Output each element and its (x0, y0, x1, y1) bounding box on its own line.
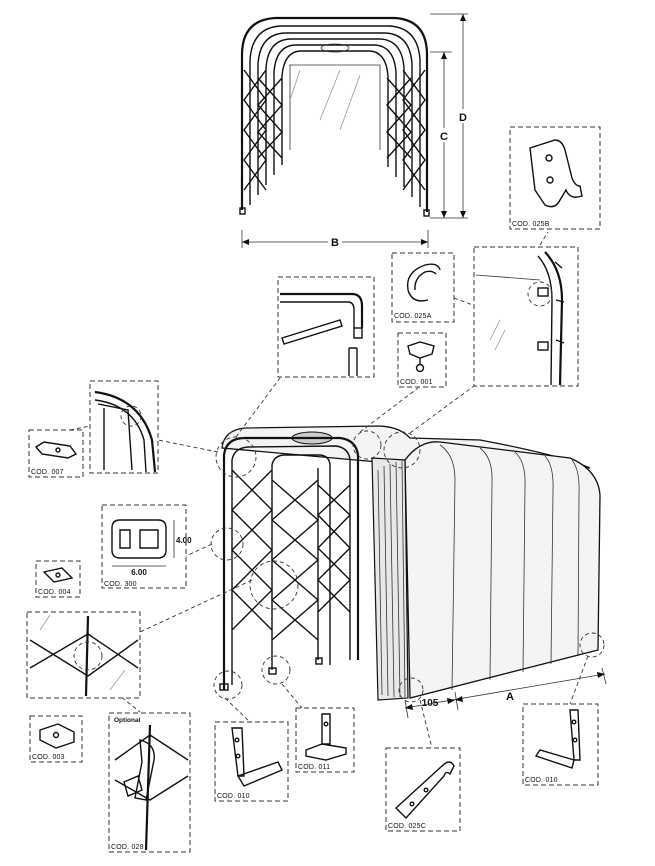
front-arch (222, 436, 360, 690)
detail-roof-joint (277, 276, 375, 378)
cod-010-left-label: COD. 010 (217, 793, 250, 800)
detail-cod-004: COD. 004 (35, 560, 81, 598)
cod-010-right-label: COD. 010 (525, 777, 558, 784)
detail-cod-025b: COD. 025B (509, 126, 601, 230)
main-perspective: 105 A (210, 425, 607, 719)
cod-025c-label: COD. 025C (388, 823, 426, 830)
detail-cod-011: COD. 011 (295, 707, 355, 773)
skylight (320, 43, 350, 53)
detail-cod-025c: COD. 025C (385, 747, 461, 832)
front-bracing (231, 469, 351, 641)
dimension-d-label: D (459, 112, 467, 124)
detail-cod-028: Optional COD. 028 (108, 712, 191, 853)
cod-003-label: COD. 003 (32, 754, 65, 761)
detail-corner (89, 380, 159, 474)
cod-028-label: COD. 028 (111, 844, 144, 851)
front-view: B C D (239, 13, 469, 249)
detail-cod-300: 6.00 4.00 COD. 300 (101, 504, 192, 589)
arch-4 (265, 38, 405, 187)
profile-height-label: 4.00 (176, 536, 192, 545)
dimension-105-label: 105 (422, 698, 439, 709)
cod-007-label: COD. 007 (31, 469, 64, 476)
detail-cod-001: COD. 001 (397, 332, 447, 388)
detail-cod-003: COD. 003 (29, 715, 83, 763)
cod-011-label: COD. 011 (298, 764, 330, 771)
detail-side-rail (473, 246, 579, 387)
dimension-a-label: A (506, 691, 514, 703)
arch-2 (249, 25, 421, 207)
cod-300-label: COD. 300 (104, 581, 137, 588)
detail-cod-010-right: COD. 010 (522, 703, 599, 786)
optional-label: Optional (114, 717, 141, 724)
profile-width-label: 6.00 (131, 568, 147, 577)
detail-cod-007: COD. 007 (28, 429, 84, 478)
dimension-c-label: C (440, 131, 448, 143)
detail-cod-025a: COD. 025A (391, 252, 455, 323)
dimension-b-label: B (331, 237, 339, 249)
side-cover (404, 441, 601, 699)
arch-6 (281, 50, 389, 167)
arch-5 (273, 44, 397, 177)
cod-025a-label: COD. 025A (394, 313, 432, 320)
cod-004-label: COD. 004 (38, 589, 71, 596)
arch-3 (257, 32, 413, 197)
cod-001-label: COD. 001 (400, 379, 433, 386)
left-bracing (243, 69, 283, 191)
detail-bracing (26, 611, 141, 699)
right-bracing (386, 69, 426, 191)
cod-025b-label: COD. 025B (512, 221, 550, 228)
outer-arch (240, 16, 429, 212)
detail-cod-010-left: COD. 010 (214, 721, 289, 802)
